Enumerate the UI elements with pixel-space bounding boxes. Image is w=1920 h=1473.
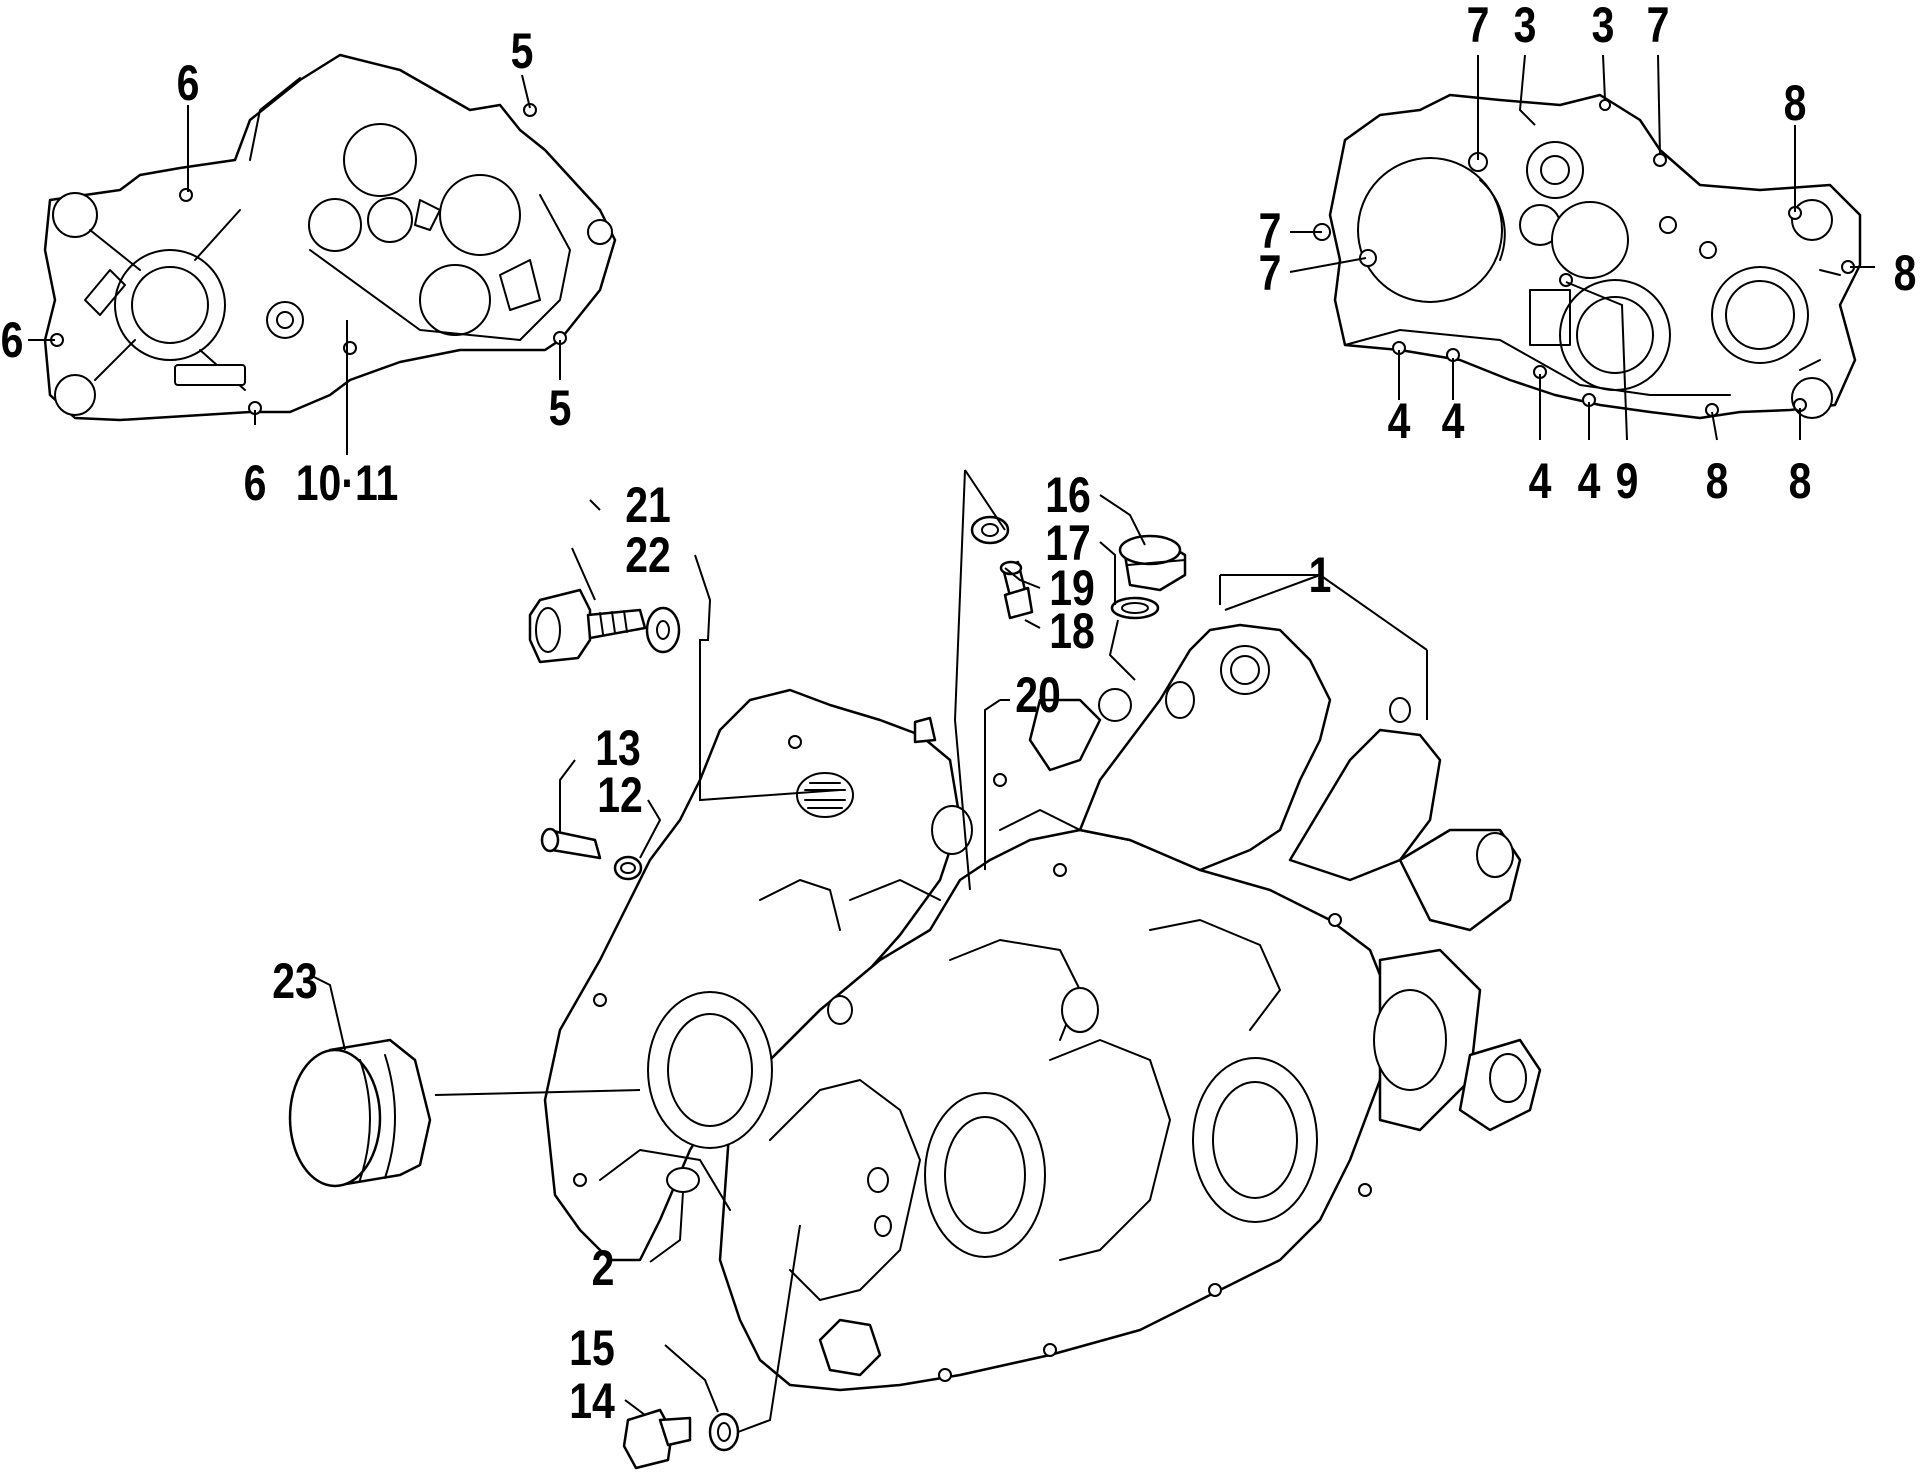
callout-10-11: 10·11	[296, 455, 399, 511]
part-14-plug	[622, 1408, 692, 1470]
callout-7-mid-upper: 7	[1259, 203, 1282, 259]
callout-8-top: 8	[1784, 75, 1807, 131]
callout-9: 9	[1616, 453, 1639, 509]
callout-7-top-right: 7	[1647, 0, 1670, 53]
callout-4-b: 4	[1442, 393, 1465, 449]
main-crankcase-assembly	[543, 623, 1542, 1392]
callout-7-mid-lower: 7	[1259, 245, 1282, 301]
callout-4-a: 4	[1388, 393, 1411, 449]
callout-3-left: 3	[1514, 0, 1537, 53]
callout-22: 22	[625, 527, 671, 583]
callout-1: 1	[1309, 547, 1332, 603]
callout-4-d: 4	[1578, 453, 1601, 509]
callout-23: 23	[272, 953, 318, 1009]
part-17-gasket	[1110, 596, 1160, 620]
callout-7-top-left: 7	[1467, 0, 1490, 53]
callout-21: 21	[625, 477, 671, 533]
part-19-washer	[970, 515, 1010, 545]
callout-13: 13	[595, 720, 641, 776]
callout-6-top: 6	[177, 55, 200, 111]
leader-lines	[28, 54, 1875, 1433]
part-15-washer	[708, 1412, 740, 1452]
callout-14: 14	[569, 1373, 615, 1429]
callout-6-bottom: 6	[244, 455, 267, 511]
part-22-washer	[645, 606, 681, 654]
callout-2: 2	[592, 1240, 615, 1296]
callout-12: 12	[597, 767, 643, 823]
callout-8-bottom-left: 8	[1706, 453, 1729, 509]
callout-5-bottom: 5	[549, 380, 572, 436]
part-23-cap	[288, 1038, 432, 1188]
callout-8-right: 8	[1894, 245, 1917, 301]
part-18-bolt	[999, 560, 1034, 620]
left-crankcase-half-view	[43, 53, 617, 422]
part-21-drain-plug	[528, 588, 647, 664]
callout-5-top: 5	[511, 23, 534, 79]
callout-16: 16	[1045, 467, 1091, 523]
callout-15: 15	[569, 1320, 615, 1376]
callout-3-right: 3	[1592, 0, 1615, 53]
callout-19: 19	[1049, 560, 1095, 616]
callout-17: 17	[1045, 515, 1091, 571]
callout-4-c: 4	[1529, 453, 1552, 509]
part-12-o-ring	[613, 855, 643, 881]
right-crankcase-half-view	[1313, 93, 1862, 420]
callout-18: 18	[1049, 603, 1095, 659]
part-16-cap	[1118, 534, 1187, 592]
callout-labels: 6 5 6 5 6 10·11 7 3 3 7 8 7 7 8 4 4 4 4 …	[1, 0, 1917, 1429]
callout-6-left: 6	[1, 312, 24, 368]
callout-20: 20	[1015, 667, 1061, 723]
callout-8-bottom-right: 8	[1789, 453, 1812, 509]
part-13-stud	[540, 827, 602, 860]
